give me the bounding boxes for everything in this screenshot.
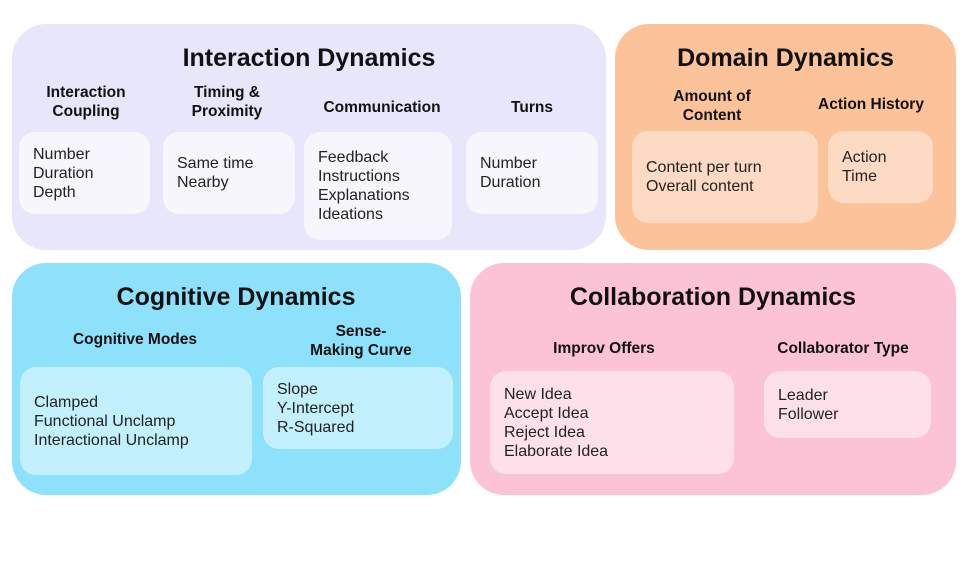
list-item: Interactional Unclamp	[34, 431, 189, 449]
improv-offers-list: New Idea Accept Idea Reject Idea Elabora…	[504, 385, 608, 461]
interaction-dynamics-title: Interaction Dynamics	[182, 44, 436, 72]
list-item: R-Squared	[277, 418, 355, 436]
action-history-heading: Action History	[818, 96, 924, 113]
domain-dynamics-panel: Domain Dynamics Amount of Content Conten…	[615, 24, 956, 250]
list-item: Ideations	[318, 206, 383, 223]
collaboration-dynamics-panel: Collaboration Dynamics Improv Offers New…	[470, 263, 956, 495]
list-item: Instructions	[318, 168, 400, 185]
amount-of-content-list: Content per turn Overall content	[646, 158, 762, 196]
sense-making-curve-heading: Sense- Making Curve	[310, 323, 412, 359]
interaction-coupling-list: Number Duration Depth	[33, 145, 93, 202]
timing-proximity-card: Same time Nearby	[163, 132, 295, 214]
turns-list: Number Duration	[480, 154, 540, 192]
action-history-card: Action Time	[828, 131, 933, 203]
list-item: Explanations	[318, 187, 410, 204]
communication-list: Feedback Instructions Explanations Ideat…	[318, 148, 410, 224]
list-item: Nearby	[177, 174, 229, 191]
turns-card: Number Duration	[466, 132, 598, 214]
list-item: Reject Idea	[504, 423, 585, 441]
list-item: Number	[480, 155, 537, 172]
turns-heading: Turns	[511, 99, 553, 116]
list-item: Y-Intercept	[277, 399, 354, 417]
list-item: Time	[842, 168, 877, 185]
list-item: Accept Idea	[504, 404, 589, 422]
list-item: Leader	[778, 386, 828, 404]
list-item: Overall content	[646, 178, 754, 195]
amount-of-content-card: Content per turn Overall content	[632, 131, 818, 223]
sense-making-curve-list: Slope Y-Intercept R-Squared	[277, 380, 354, 437]
improv-offers-heading: Improv Offers	[553, 340, 655, 357]
list-item: Elaborate Idea	[504, 442, 609, 460]
cognitive-modes-heading: Cognitive Modes	[72, 331, 197, 348]
improv-offers-card: New Idea Accept Idea Reject Idea Elabora…	[490, 371, 734, 474]
cognitive-modes-list: Clamped Functional Unclamp Interactional…	[34, 393, 189, 450]
list-item: Follower	[778, 405, 839, 423]
cognitive-dynamics-title: Cognitive Dynamics	[116, 283, 356, 311]
list-item: Action	[842, 149, 887, 166]
list-item: Content per turn	[646, 159, 762, 176]
list-item: Functional Unclamp	[34, 412, 176, 430]
communication-card: Feedback Instructions Explanations Ideat…	[304, 132, 452, 240]
interaction-dynamics-panel: Interaction Dynamics Interaction Couplin…	[12, 24, 606, 250]
cognitive-modes-card: Clamped Functional Unclamp Interactional…	[20, 367, 252, 475]
timing-proximity-heading: Timing & Proximity	[191, 84, 263, 120]
list-item: Duration	[480, 174, 541, 191]
domain-dynamics-title: Domain Dynamics	[677, 44, 894, 72]
list-item: Number	[33, 145, 90, 163]
list-item: Duration	[33, 164, 94, 182]
collaborator-type-list: Leader Follower	[778, 386, 838, 424]
collaboration-dynamics-title: Collaboration Dynamics	[569, 283, 857, 311]
list-item: Slope	[277, 380, 318, 398]
amount-of-content-heading: Amount of Content	[673, 88, 751, 124]
list-item: Feedback	[318, 149, 389, 166]
interaction-coupling-heading: Interaction Coupling	[46, 84, 126, 120]
list-item: New Idea	[504, 385, 572, 403]
list-item: Depth	[33, 183, 76, 201]
collaborator-type-card: Leader Follower	[764, 371, 931, 438]
interaction-coupling-card: Number Duration Depth	[19, 132, 150, 214]
sense-making-curve-card: Slope Y-Intercept R-Squared	[263, 367, 453, 449]
timing-proximity-list: Same time Nearby	[177, 154, 253, 192]
action-history-list: Action Time	[842, 148, 886, 186]
list-item: Clamped	[34, 393, 99, 411]
communication-heading: Communication	[323, 99, 441, 116]
list-item: Same time	[177, 155, 254, 172]
collaborator-type-heading: Collaborator Type	[777, 340, 909, 357]
cognitive-dynamics-panel: Cognitive Dynamics Cognitive Modes Clamp…	[12, 263, 461, 495]
